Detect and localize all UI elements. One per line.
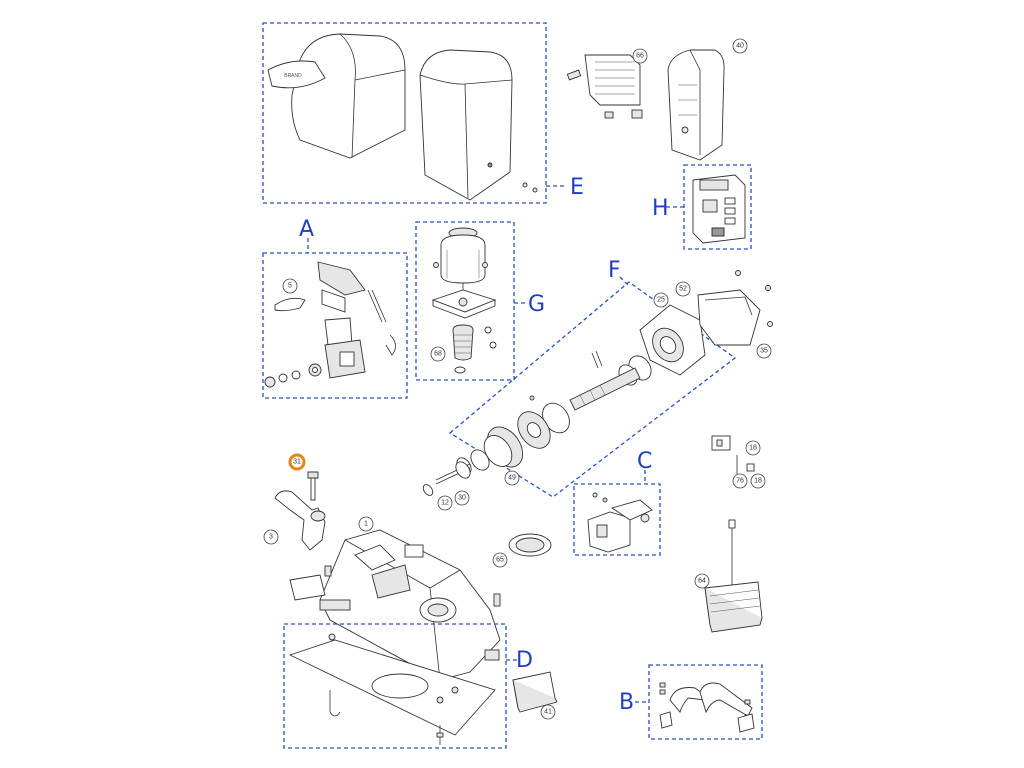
parts-18-16-76: 18 76 18 [711,435,766,489]
base-plate [288,633,496,745]
callout-49: 49 [508,475,516,482]
callout-31: 31 [293,459,301,466]
group-c-label: C [637,449,652,474]
seals-30-12: 30 12 [422,461,471,511]
callout-12: 12 [441,500,449,507]
svg-text:BRAND: BRAND [284,73,302,79]
callout-35: 35 [760,348,768,355]
callout-18a: 18 [749,445,757,452]
callout-40: 40 [736,43,744,50]
group-g[interactable]: G 68 [415,221,545,381]
callout-41: 41 [544,709,552,716]
shaft-and-gears: 49 [435,350,652,486]
group-f-label: F [608,258,621,283]
front-cover: BRAND [267,33,406,159]
block-41: 41 [512,671,558,720]
limit-switch-assembly [587,492,653,553]
callout-30: 30 [458,495,466,502]
ring-65: 65 [492,533,552,568]
group-a-label: A [299,217,314,242]
group-b-box [648,664,763,740]
motor-assembly: 68 [430,227,497,374]
callout-65: 65 [496,557,504,564]
group-e-label: E [570,175,584,200]
group-d[interactable]: D [283,623,533,749]
callout-5: 5 [288,283,292,290]
group-c[interactable]: C [573,449,661,556]
side-cover [419,49,538,201]
group-b[interactable]: B [619,664,763,740]
callout-76: 76 [736,478,744,485]
callout-18b: 18 [754,478,762,485]
bracket-66: 66 [566,48,648,119]
main-housing-1: 1 [289,516,501,681]
group-a-box [262,252,408,399]
release-handles [659,682,755,733]
part-31[interactable]: 31 [288,453,319,501]
group-g-label: G [528,292,545,317]
group-b-label: B [619,690,634,715]
group-f-box [448,281,737,498]
group-h[interactable]: H [652,164,752,250]
transformer-64: 64 [694,519,763,633]
callout-25: 25 [657,297,665,304]
callout-3: 3 [269,534,273,541]
group-g-box [415,221,515,381]
highlight-ring-31 [288,453,306,471]
release-mechanism: 5 [264,261,396,388]
handle-3: 3 [263,490,326,551]
callout-66: 66 [636,53,644,60]
group-h-label: H [652,196,669,221]
housing-40: 40 [667,38,748,161]
gearbox-flange: 25 [639,292,706,376]
group-a[interactable]: A 5 [262,217,408,399]
group-e[interactable]: E BRAND [262,22,584,204]
cover-52-35: 52 35 [675,270,773,359]
group-c-box [573,483,661,556]
callout-64: 64 [698,578,706,585]
group-f[interactable]: F 25 49 [435,258,737,498]
callout-52: 52 [679,286,687,293]
group-e-box [262,22,547,204]
callout-68: 68 [434,351,442,358]
callout-1: 1 [364,521,368,528]
group-d-label: D [516,648,533,673]
control-board [692,174,746,244]
group-d-box [283,623,507,749]
